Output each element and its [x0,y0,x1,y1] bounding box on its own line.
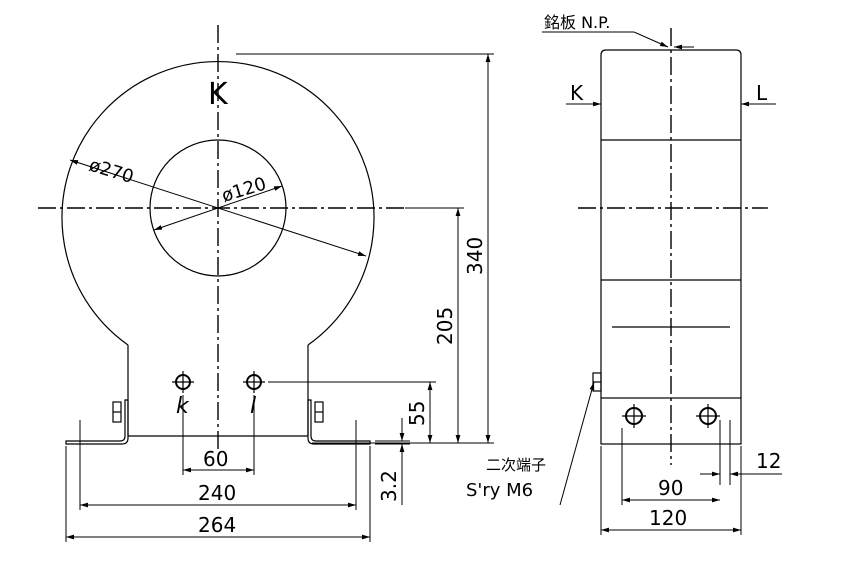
dim-264-label: 264 [198,513,236,537]
dim-12-label: 12 [756,449,781,473]
nameplate-leader [633,31,669,48]
dim-55-label: 55 [405,401,429,426]
right-mounting-foot [307,399,371,445]
dim-205-label: 205 [433,307,457,345]
side-terminal-k-label: K [570,81,584,105]
inner-diameter-label: ø120 [219,173,269,206]
nameplate-label: 銘板 N.P. [544,13,610,32]
outer-diameter-label: ø270 [87,155,137,188]
secondary-terminal-en-label: S'ry M6 [466,480,533,501]
side-hole-right [696,404,720,428]
terminal-l-screw [243,371,265,393]
dim-240-label: 240 [198,481,236,505]
dim-90-label: 90 [658,476,683,500]
dim-60-label: 60 [203,447,228,471]
side-view: 銘板 N.P. K L 二次端子 S'ry M6 12 90 120 [466,13,782,535]
top-terminal-label: K [208,77,229,112]
terminal-k-screw [172,371,194,393]
inner-diameter-line [153,185,283,231]
front-view: K ø270 ø120 k l 340 205 55 3.2 60 240 [38,25,494,542]
side-terminal-l-label: L [756,81,768,105]
dim-3-2-label: 3.2 [377,470,401,502]
side-hole-left [622,404,646,428]
secondary-terminal-jp-label: 二次端子 [486,456,546,474]
terminal-l-label: l [250,394,256,419]
secondary-terminal-leader [559,381,595,506]
dim-120-label: 120 [649,506,687,530]
dim-340-label: 340 [463,237,487,275]
left-mounting-foot [65,399,129,445]
